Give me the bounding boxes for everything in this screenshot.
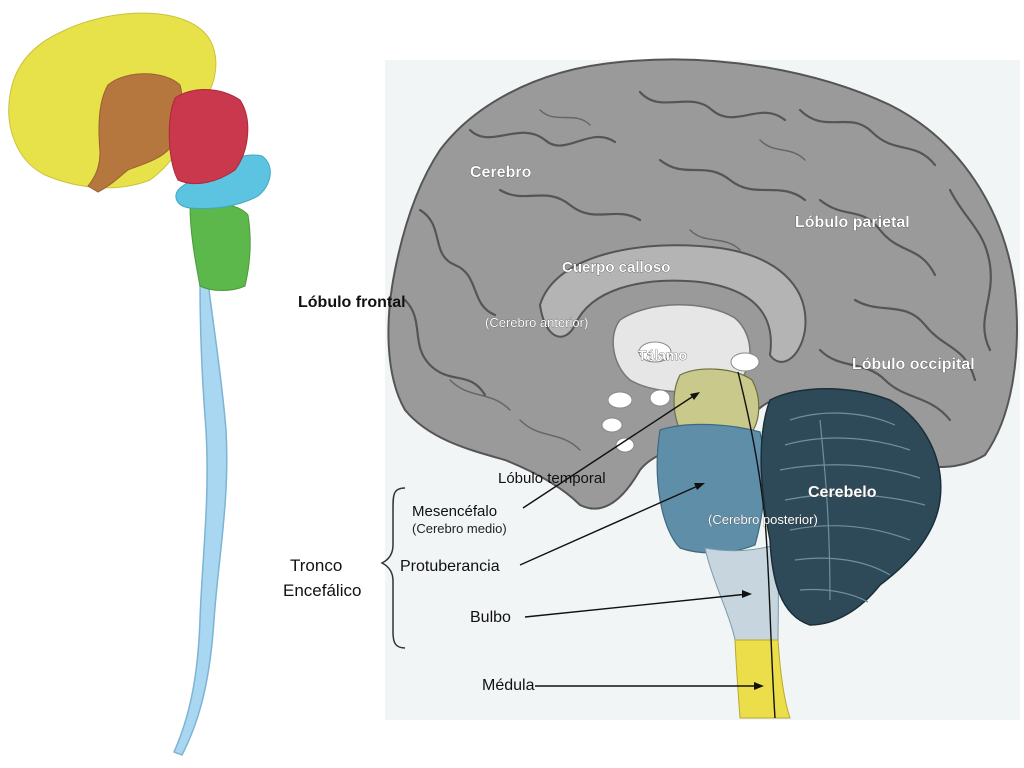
schematic-spinal-cord — [172, 281, 228, 756]
label-talamo: Tálamo — [638, 347, 687, 363]
label-lobulo-frontal: Lóbulo frontal — [298, 294, 406, 311]
label-lobulo-parietal: Lóbulo parietal — [795, 214, 910, 231]
label-bulbo: Bulbo — [470, 609, 511, 626]
label-tronco-2: Encefálico — [283, 581, 361, 600]
cerebellum — [760, 388, 942, 626]
label-cerebro-medio: (Cerebro medio) — [412, 521, 507, 536]
white-nuclei — [601, 341, 760, 453]
cerebellar-folia — [779, 412, 926, 603]
brainstem-bracket — [380, 487, 406, 649]
corpus-callosum — [538, 244, 807, 363]
pons — [656, 423, 766, 554]
spinal-cord — [734, 639, 791, 719]
label-cerebro-posterior: (Cerebro posterior) — [708, 512, 818, 527]
schematic-brain — [8, 12, 271, 756]
cortical-gyri — [403, 90, 992, 451]
schematic-midbrain — [168, 89, 249, 185]
pointer-lines — [519, 392, 764, 690]
label-cerebelo: Cerebelo — [808, 484, 877, 501]
label-lobulo-temporal: Lóbulo temporal — [498, 470, 606, 487]
label-tronco-1: Tronco — [290, 556, 342, 575]
central-canal — [737, 371, 776, 719]
label-cerebro: Cerebro — [470, 164, 532, 181]
schematic-diencephalon — [87, 73, 183, 193]
label-mesencefalo: Mesencéfalo — [412, 503, 497, 520]
label-cerebro-anterior: (Cerebro anterior) — [485, 315, 588, 330]
schematic-medulla — [189, 202, 251, 291]
label-cuerpo-calloso: Cuerpo calloso — [562, 259, 670, 276]
sagittal-brain — [385, 58, 1020, 720]
label-lobulo-occipital: Lóbulo occipital — [852, 356, 975, 373]
label-medula: Médula — [482, 677, 535, 694]
label-protuberancia: Protuberancia — [400, 558, 500, 575]
